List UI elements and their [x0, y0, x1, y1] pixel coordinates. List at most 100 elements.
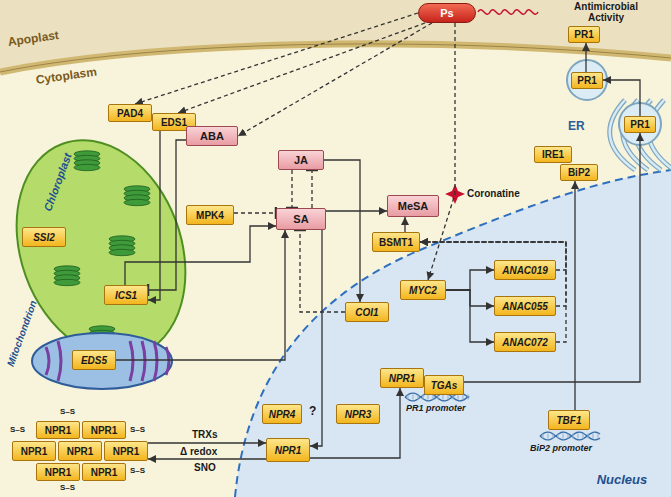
inhibition-connector — [311, 170, 312, 208]
node-label: NPR1 — [67, 446, 94, 457]
activation-connector — [446, 290, 494, 342]
dna-rung — [548, 434, 549, 439]
activation-connector — [238, 23, 432, 136]
crista — [154, 341, 157, 381]
dna-strand — [405, 393, 469, 401]
thylakoid-disc — [74, 164, 100, 170]
annotation: Antimicrobial Activity — [556, 1, 656, 23]
activation-connector — [420, 242, 566, 306]
connectors — [116, 13, 640, 459]
question-mark: ? — [309, 405, 316, 418]
activation-connector — [135, 13, 418, 104]
node-label: TGAs — [431, 380, 458, 391]
node-label: COI1 — [355, 307, 378, 318]
mitochondrion-membrane — [32, 333, 172, 389]
node-label: PAD4 — [117, 108, 143, 119]
dna-rung — [413, 395, 414, 400]
dna-rung — [578, 434, 579, 439]
dna-strand — [540, 432, 600, 440]
node-label: JA — [294, 154, 308, 166]
dna-rung — [558, 434, 559, 439]
node-label: MPK4 — [196, 210, 224, 221]
activation-connector — [603, 80, 640, 116]
node-label: MeSA — [398, 200, 429, 212]
dna-rung — [433, 395, 434, 400]
hormone-box: JA — [278, 150, 324, 170]
node-label: IRE1 — [542, 149, 564, 160]
protein-box: MYC2 — [400, 280, 446, 300]
node-label: SSI2 — [33, 232, 55, 243]
dna-rung — [563, 434, 564, 439]
nuclear-envelope — [235, 170, 671, 497]
protein-box: ANAC072 — [494, 332, 556, 352]
dna-rung — [543, 434, 544, 439]
node-label: NPR4 — [269, 409, 296, 420]
dna-strand — [540, 432, 600, 440]
activation-connector — [148, 458, 266, 459]
protein-box: BSMT1 — [372, 232, 420, 252]
activation-connector — [310, 388, 400, 458]
inhibition-connector — [234, 212, 276, 213]
protein-box: NPR1 — [12, 441, 56, 461]
inhibition-connector — [148, 140, 186, 290]
node-label: NPR1 — [91, 425, 118, 436]
dna-rung — [553, 434, 554, 439]
protein-box: NPR1 — [36, 421, 80, 439]
thylakoid-disc — [54, 279, 80, 285]
node-label: EDS5 — [81, 355, 107, 366]
apoplast-region — [0, 0, 671, 72]
protein-box: PR1 — [571, 72, 603, 89]
region-label: Cytoplasm — [35, 66, 98, 88]
protein-box: PR1 — [624, 116, 656, 133]
node-label: Ps — [440, 7, 453, 19]
node-label: NPR1 — [91, 467, 118, 478]
activation-connector — [148, 131, 160, 300]
protein-box: ICS1 — [104, 285, 148, 305]
protein-box: NPR1 — [266, 438, 310, 462]
crista — [46, 347, 49, 375]
dna-rung — [423, 395, 424, 400]
dna-rung — [463, 395, 464, 400]
node-label: NPR1 — [21, 446, 48, 457]
protein-box: BiP2 — [560, 164, 598, 181]
hormone-box: MeSA — [387, 195, 439, 217]
dna-rung — [468, 395, 469, 400]
protein-box: NPR1 — [82, 421, 126, 439]
promoter-label: BiP2 promoter — [530, 444, 592, 454]
activation-connector — [464, 133, 640, 382]
organelle-outline — [12, 135, 190, 363]
activation-connector — [326, 210, 387, 211]
protein-box: TBF1 — [548, 410, 590, 430]
node-label: NPR1 — [389, 373, 416, 384]
protein-box: PAD4 — [108, 104, 152, 122]
activation-connector — [446, 270, 494, 290]
dna-strand — [405, 393, 469, 401]
organelle-label: Nucleus — [597, 473, 648, 487]
activation-connector — [420, 242, 566, 270]
hormone-box: ABA — [186, 126, 238, 146]
activation-connector — [310, 230, 322, 446]
protein-box: ANAC055 — [494, 296, 556, 316]
protein-box: COI1 — [345, 302, 389, 322]
edge-label: SNO — [192, 462, 218, 473]
dna-rung — [583, 434, 584, 439]
dna-rung — [428, 395, 429, 400]
pathogen-cell: Ps — [418, 3, 476, 23]
node-label: ICS1 — [115, 290, 137, 301]
thylakoid-disc — [124, 199, 150, 205]
node-label: NPR1 — [45, 467, 72, 478]
node-label: ANAC072 — [502, 337, 548, 348]
activation-connector — [585, 43, 586, 72]
node-label: NPR1 — [275, 445, 302, 456]
activation-connector — [324, 160, 360, 302]
node-label: ABA — [200, 130, 224, 142]
protein-box: NPR1 — [36, 463, 80, 481]
node-label: SA — [293, 213, 308, 225]
thylakoid-disc — [109, 249, 135, 255]
node-label: PR1 — [630, 119, 649, 130]
node-label: BiP2 — [568, 167, 590, 178]
disulfide-label: S–S — [60, 408, 75, 417]
crista — [166, 347, 169, 375]
node-label: BSMT1 — [379, 237, 413, 248]
